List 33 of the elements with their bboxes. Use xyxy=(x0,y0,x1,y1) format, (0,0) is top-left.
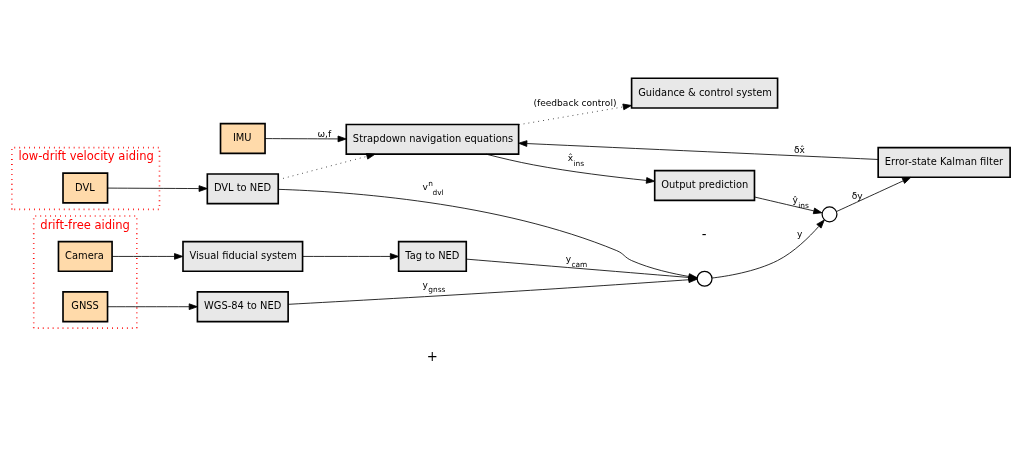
arrow xyxy=(107,185,208,192)
node-box: Visual fiducial system xyxy=(182,240,304,273)
edge-label: y xyxy=(796,229,803,240)
node-box: Strapdown navigation equations xyxy=(345,123,520,155)
arrow xyxy=(836,176,912,212)
node-box: WGS-84 to NED xyxy=(196,291,289,323)
arrow xyxy=(518,103,632,126)
arrow xyxy=(302,253,399,260)
edge-label: δx̂ xyxy=(794,145,805,156)
arrow xyxy=(518,140,879,160)
node-box: DVL to NED xyxy=(206,173,280,205)
node-box: Guidance & control system xyxy=(630,77,779,109)
arrow xyxy=(264,135,347,143)
edge-label: ω,f xyxy=(317,128,332,139)
label: + xyxy=(426,348,438,364)
node-box: Error-state Kalman filter xyxy=(877,146,1011,179)
edge-label: δy xyxy=(851,190,863,201)
node-box: Output prediction xyxy=(653,169,756,202)
arrow xyxy=(711,219,825,279)
node-circle xyxy=(696,270,713,287)
label: - xyxy=(701,226,707,242)
arrow xyxy=(111,253,184,260)
node-box: Camera xyxy=(57,240,113,273)
arrow xyxy=(754,196,823,215)
arrow xyxy=(485,153,656,184)
node-box: Tag to NED xyxy=(397,240,468,273)
arrow xyxy=(277,153,376,181)
arrow xyxy=(107,303,198,311)
edge-label: (feedback control) xyxy=(533,98,617,109)
node-circle xyxy=(821,206,838,223)
node-box: IMU xyxy=(219,122,266,155)
node-box: DVL xyxy=(62,172,109,204)
node-box: GNSS xyxy=(62,291,109,323)
